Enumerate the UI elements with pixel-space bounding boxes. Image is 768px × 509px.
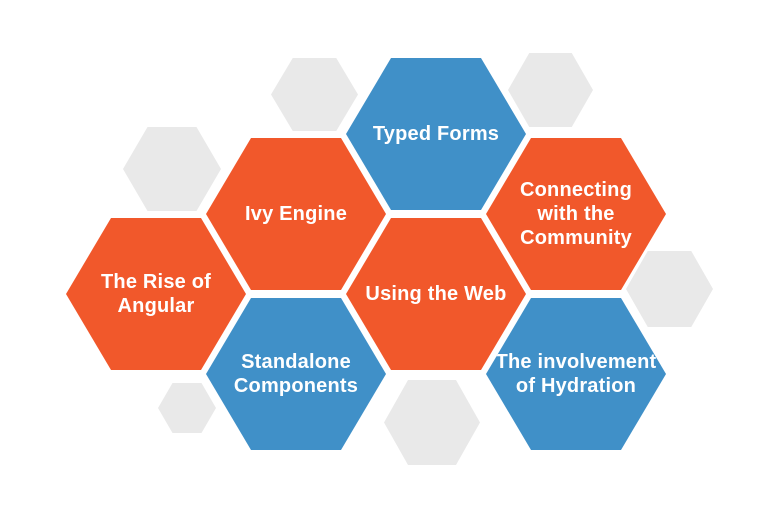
decor-hexagon — [271, 58, 358, 131]
hexagon-standalone-components: Standalone Components — [206, 298, 386, 450]
decor-hexagon — [123, 127, 221, 211]
hexagon-label-connecting-with-the-community: Connecting with the Community — [520, 179, 632, 249]
hexagon-label-the-rise-of-angular: The Rise of Angular — [101, 271, 211, 317]
decor-hexagon — [508, 53, 593, 127]
hexagon-label-the-involvement-of-hydration: The involvement of Hydration — [495, 351, 657, 397]
hexagon-label-standalone-components: Standalone Components — [233, 351, 359, 397]
hexagon-the-rise-of-angular: The Rise of Angular — [66, 218, 246, 370]
hexagon-the-involvement-of-hydration: The involvement of Hydration — [486, 298, 666, 450]
hexagon-label-using-the-web: Using the Web — [365, 283, 507, 305]
hexagon-ivy-engine: Ivy Engine — [206, 138, 386, 290]
hexagon-label-typed-forms: Typed Forms — [372, 123, 500, 145]
decor-hexagon — [626, 251, 713, 327]
hexagon-using-the-web: Using the Web — [346, 218, 526, 370]
hexagon-label-ivy-engine: Ivy Engine — [244, 203, 348, 225]
decor-hexagon — [158, 383, 216, 433]
decor-hexagon — [384, 380, 480, 465]
hexagon-typed-forms: Typed Forms — [346, 58, 526, 210]
